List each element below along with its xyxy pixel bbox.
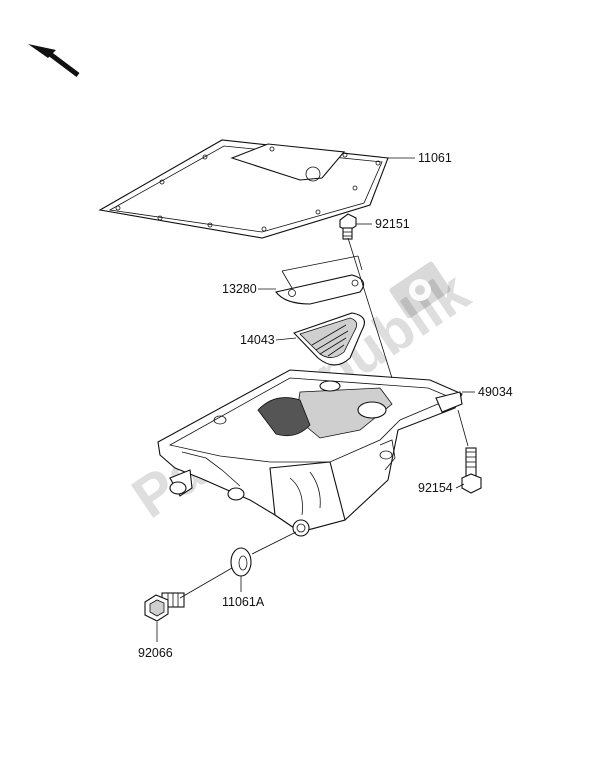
label-92066: 92066 — [138, 646, 173, 660]
bolt-92154[interactable] — [461, 447, 482, 494]
label-11061A: 11061A — [222, 595, 265, 609]
strainer-14043[interactable] — [293, 312, 365, 366]
washer-11061A[interactable] — [230, 547, 252, 577]
drain-plug-92066[interactable] — [144, 592, 185, 622]
label-92151: 92151 — [375, 217, 410, 231]
label-49034: 49034 — [478, 385, 513, 399]
label-13280: 13280 — [222, 282, 257, 296]
label-11061: 11061 — [418, 151, 452, 165]
bolt-92151[interactable] — [339, 213, 357, 240]
gasket-11061[interactable] — [98, 139, 389, 239]
gear-icon — [389, 261, 451, 319]
label-14043: 14043 — [240, 333, 275, 347]
label-92154: 92154 — [418, 481, 453, 495]
gasket-13280[interactable] — [275, 274, 365, 305]
part-labels: 11061 92151 13280 14043 49034 92154 1106… — [138, 151, 513, 660]
arrow-up-left-icon — [28, 44, 80, 77]
oil-pan-49034[interactable] — [157, 369, 463, 537]
leader-lines — [156, 157, 475, 642]
